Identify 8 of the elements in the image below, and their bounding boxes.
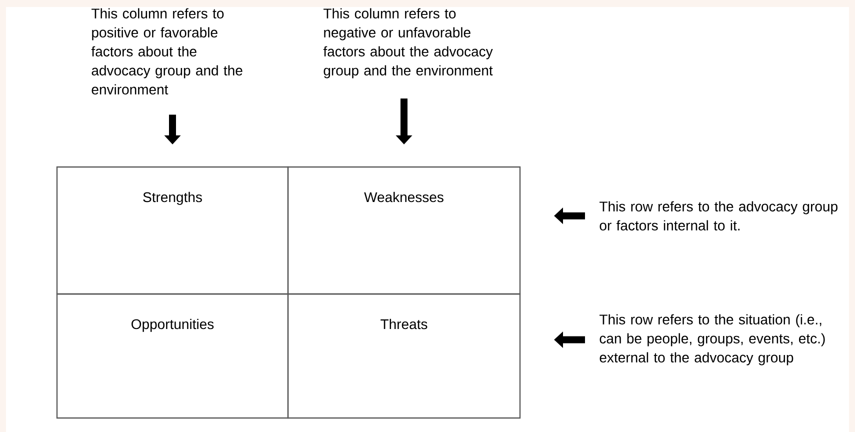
note-text: This column refers to negative or unfavorable factors about the advocacy group and the environment [323,8,493,78]
note-text: This column refers to positive or favorable factors about the advocacy group and the environment [91,8,242,94]
note-text: This row refers to the situation (i.e., can be people, groups, events, etc.) external to the advocacy group [600,314,825,366]
matrix-cell: Strengths [56,166,289,295]
matrix-cell: Opportunities [56,293,289,419]
matrix-cell: Threats [287,293,521,419]
matrix-cell: Weaknesses [287,166,521,295]
note-text: This row refers to the advocacy group or factors internal to it. [600,201,838,230]
